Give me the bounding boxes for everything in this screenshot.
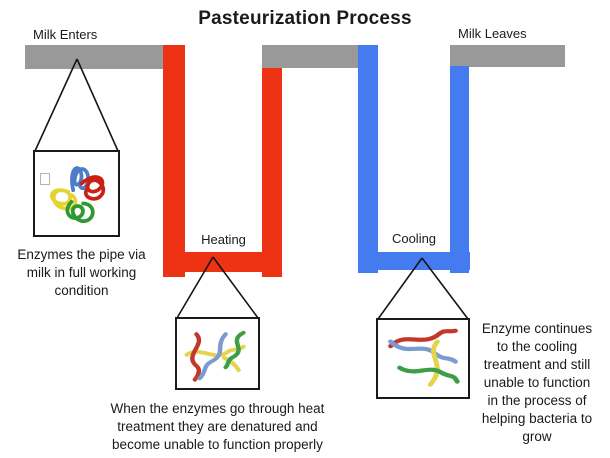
caption-line: Enzyme continues: [481, 321, 593, 336]
denatured-enzymes-icon: [184, 330, 246, 382]
cooling-pipe-left-leg: [358, 45, 378, 273]
cooling-pipe-bottom: [358, 252, 470, 270]
caption-line: treatment they are denatured and: [117, 419, 318, 434]
magnifier-box-working-enzymes: [33, 150, 120, 237]
caption-line: to the cooling: [496, 339, 578, 354]
magnifier-box-cooled-enzymes: [376, 318, 470, 399]
transfer-pipe: [262, 45, 377, 68]
magnifier-box-denatured-enzymes: [175, 317, 260, 390]
caption-line: unable to function: [483, 375, 591, 390]
page-title: Pasteurization Process: [198, 8, 412, 29]
small-square-artifact: [40, 173, 50, 185]
heating-label: Heating: [201, 232, 246, 247]
heating-pipe-bottom: [163, 252, 282, 272]
heating-pipe-left-leg: [163, 45, 185, 277]
denatured-enzymes-caption: When the enzymes go through heat treatme…: [50, 400, 385, 454]
caption-line: Enzymes the pipe via: [17, 247, 146, 262]
milk-leaves-label: Milk Leaves: [458, 26, 527, 41]
outlet-pipe: [450, 45, 565, 67]
heating-pipe-right-leg: [262, 67, 282, 277]
caption-line: milk in full working: [26, 265, 137, 280]
cooling-label: Cooling: [391, 231, 437, 246]
caption-line: condition: [54, 283, 109, 298]
caption-line: grow: [522, 429, 552, 444]
inlet-pipe: [25, 45, 163, 69]
caption-line: become unable to function properly: [112, 437, 323, 452]
cooled-enzymes-icon: [388, 328, 460, 387]
caption-line: helping bacteria to: [481, 411, 593, 426]
working-enzymes-caption: Enzymes the pipe via milk in full workin…: [0, 246, 163, 300]
caption-line: treatment and still: [483, 357, 591, 372]
caption-line: in the process of: [487, 393, 587, 408]
milk-enters-label: Milk Enters: [33, 27, 98, 42]
working-enzymes-icon: [50, 166, 106, 223]
caption-line: When the enzymes go through heat: [110, 401, 325, 416]
cooled-enzymes-caption: Enzyme continues to the cooling treatmen…: [467, 320, 607, 446]
cooling-pipe-right-leg: [450, 66, 469, 273]
